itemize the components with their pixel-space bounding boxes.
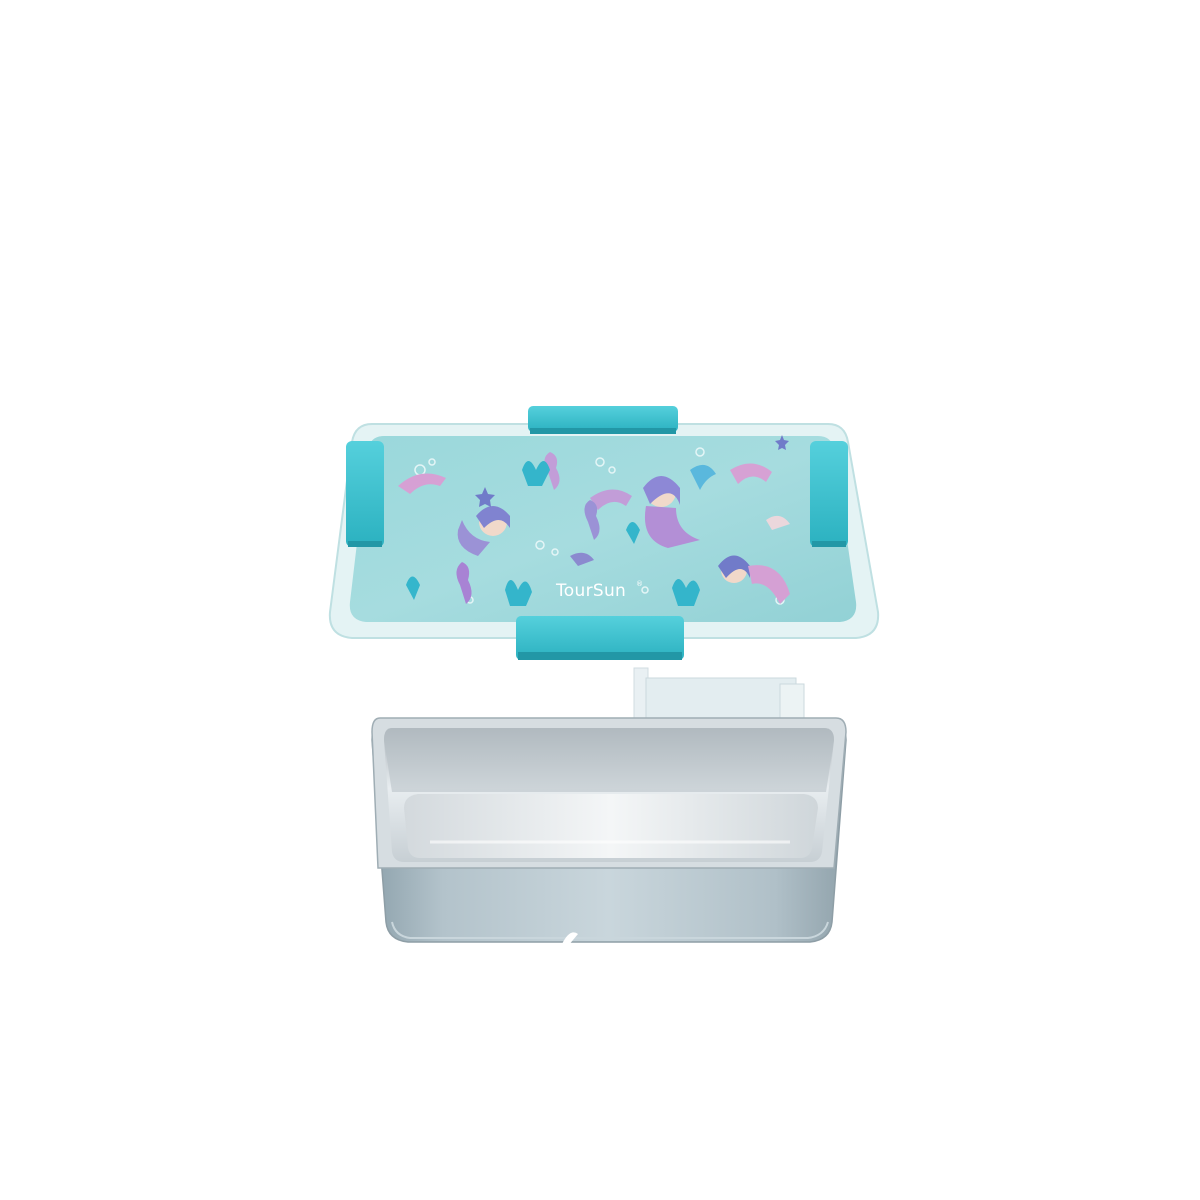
- lid-clip-right[interactable]: [810, 441, 848, 547]
- lid-clip-left[interactable]: [346, 441, 384, 547]
- lid-clip-top[interactable]: [528, 406, 678, 434]
- dolphin-shape: [590, 489, 632, 510]
- dolphin-shape: [730, 463, 772, 484]
- brand-logo-text: TourSun: [555, 581, 626, 601]
- mermaid-figure-2: [643, 476, 700, 548]
- brand-registered-mark: ®: [636, 580, 643, 588]
- seaweed-shapes: [406, 461, 700, 606]
- lid: TourSun ®: [328, 406, 880, 660]
- seahorse-shape: [544, 452, 560, 490]
- container-floor: [404, 794, 818, 858]
- lid-clip-bottom[interactable]: [516, 616, 684, 660]
- mermaid-figure-3: [718, 555, 790, 604]
- seahorse-shape: [584, 500, 600, 540]
- seahorse-shape: [456, 562, 472, 604]
- dolphin-shape: [398, 473, 446, 494]
- mermaid-figure-1: [457, 506, 510, 556]
- steel-container: [371, 717, 847, 946]
- mermaid-pattern: [398, 435, 790, 606]
- white-glint: [562, 932, 578, 946]
